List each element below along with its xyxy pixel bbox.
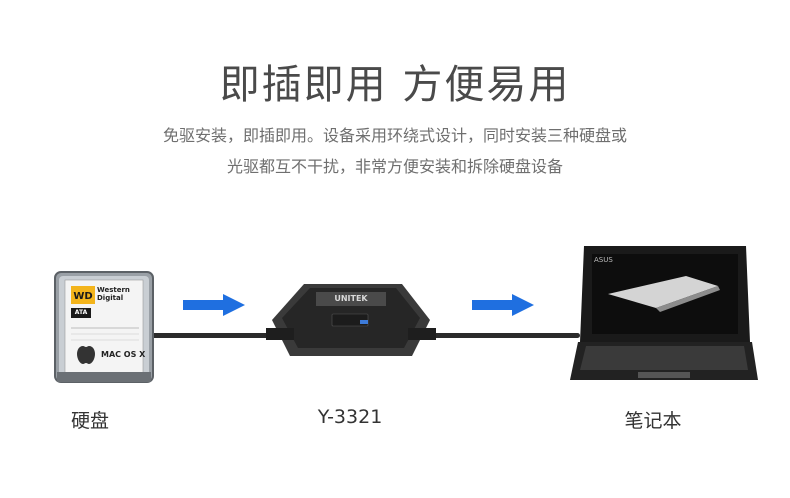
hard-drive: WD Western Digital ATA MAC OS X [53,268,157,386]
laptop-brand-label: ASUS [594,256,613,264]
laptop-illustration [570,246,758,380]
description-line-2: 光驱都互不干扰，非常方便安装和拆除硬盘设备 [226,157,563,176]
hdd-os-label: MAC OS X [101,350,146,359]
svg-text:WD: WD [73,291,92,302]
right-arrow-icon [183,294,245,316]
hdd-brand-label: Western Digital [97,286,130,302]
laptop: ASUS [568,242,758,390]
cable-right [430,333,580,338]
right-arrow-icon [472,294,534,316]
description-line-1: 免驱安装，即插即用。设备采用环绕式设计，同时安装三种硬盘或 [162,126,627,145]
page-title: 即插即用 方便易用 [219,62,571,108]
laptop-label: 笔记本 [624,410,682,432]
hard-drive-illustration: WD [54,271,154,383]
adapter-illustration [266,284,436,356]
adapter-brand-label: UNITEK [334,294,368,303]
hdd-ata-badge: ATA [74,309,88,316]
adapter-label: Y-3321 [317,406,383,428]
cable-left [150,333,280,338]
hdd-label: 硬盘 [70,410,109,432]
adapter-device: UNITEK [262,278,440,364]
